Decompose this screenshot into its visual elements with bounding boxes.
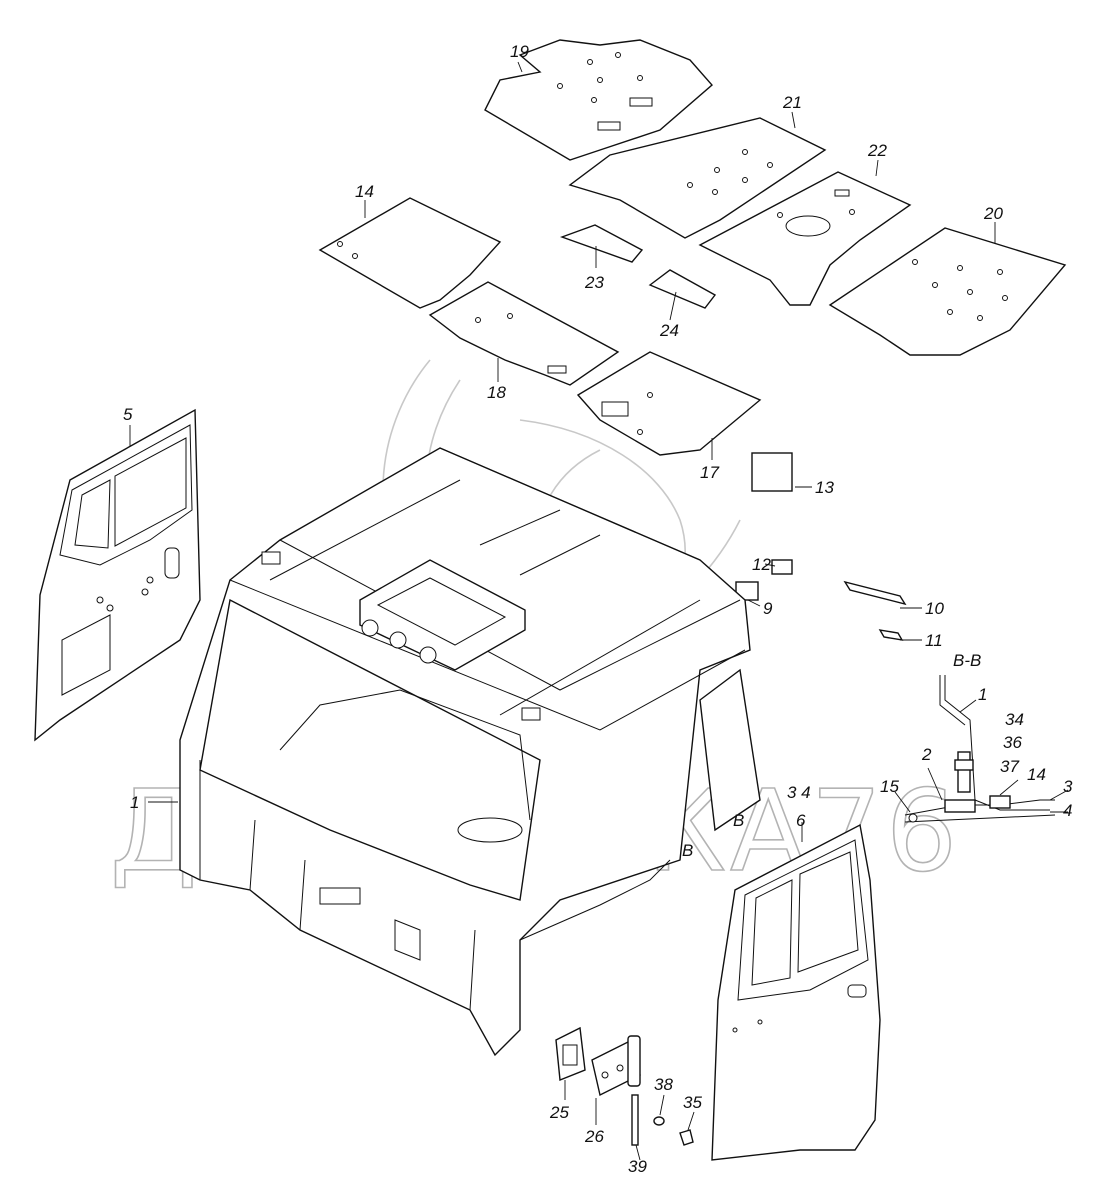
pin-39 [631,1094,639,1146]
label-3-4: 3 4 [787,783,811,802]
label-9: 9 [763,599,773,618]
label-22: 22 [867,141,887,160]
mat-17 [576,351,762,456]
section-marker-b-lower: B [682,841,693,860]
leader-lines [129,61,1069,1161]
mat-20 [828,227,1067,356]
label-15: 15 [880,777,899,796]
label-26: 26 [584,1127,604,1146]
label-34: 34 [1005,710,1024,729]
plate-25 [555,1026,586,1081]
hinge-26 [591,1035,641,1097]
pad-23 [559,224,644,263]
pad-12 [771,559,793,575]
strip-10 [843,580,907,606]
pad-11 [878,629,904,641]
section-bb-label: B-B [953,651,981,670]
label-36: 36 [1003,733,1022,752]
section-detail-bb [904,675,1056,823]
mat-21 [568,117,827,239]
label-2: 2 [921,745,932,764]
callout-labels: 19 21 22 20 14 23 24 18 17 13 5 12 9 10 … [123,42,1073,1176]
mat-19 [484,39,713,161]
pad-13 [751,452,793,492]
label-24: 24 [659,321,679,340]
label-1-section: 1 [978,685,987,704]
label-4: 4 [1063,801,1072,820]
washer-38 [653,1116,665,1126]
label-35: 35 [683,1093,702,1112]
mat-18 [428,281,620,386]
pad-9 [735,581,759,601]
label-20: 20 [983,204,1003,223]
pad-24 [648,269,717,309]
mat-22 [698,171,912,306]
label-39: 39 [628,1157,647,1176]
label-21: 21 [782,93,802,112]
label-14-section: 14 [1027,765,1046,784]
label-10: 10 [925,599,944,618]
label-14: 14 [355,182,374,201]
mat-14 [318,197,502,309]
label-11: 11 [925,631,943,650]
label-19: 19 [510,42,529,61]
door-left [34,408,201,742]
label-6: 6 [796,811,806,830]
label-1-cab: 1 [130,793,139,812]
section-marker-b-upper: B [733,811,744,830]
label-13: 13 [815,478,834,497]
label-12: 12 [752,555,771,574]
label-17: 17 [700,463,719,482]
label-5: 5 [123,405,133,424]
label-23: 23 [584,273,604,292]
label-37: 37 [1000,757,1019,776]
label-18: 18 [487,383,506,402]
label-3: 3 [1063,777,1073,796]
label-25: 25 [549,1103,569,1122]
bolt-35 [679,1129,694,1146]
cab-body [179,447,761,1057]
label-38: 38 [654,1075,673,1094]
door-right [711,823,881,1161]
